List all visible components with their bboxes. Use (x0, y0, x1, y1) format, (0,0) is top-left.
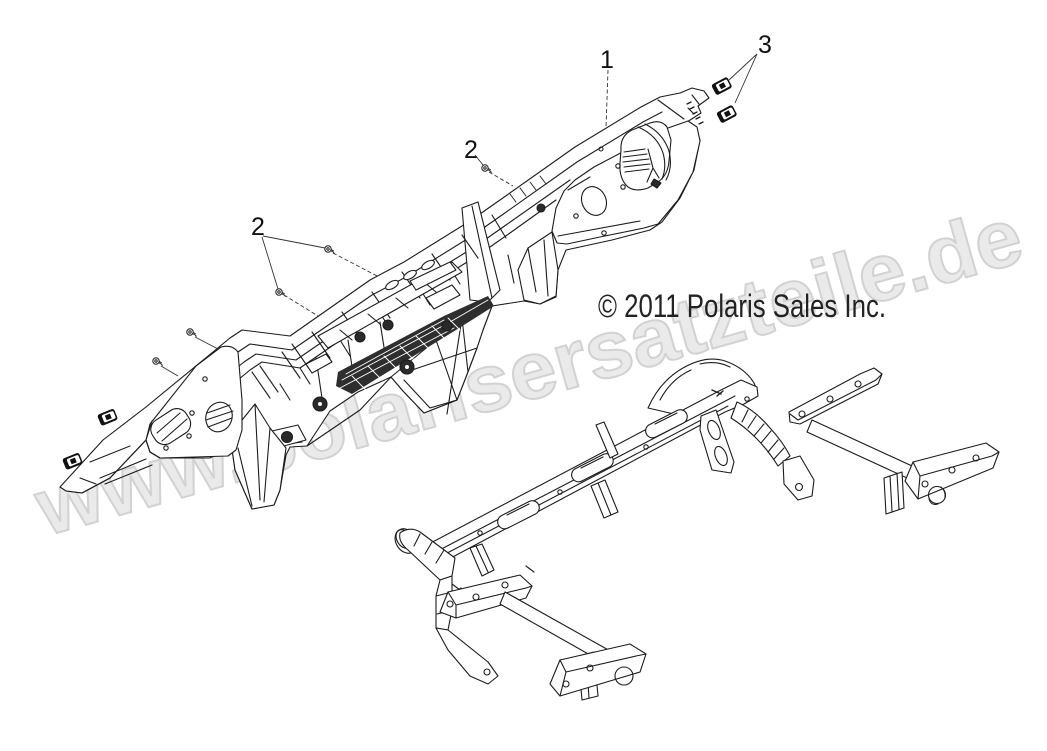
svg-text:1: 1 (600, 46, 614, 74)
svg-text:2: 2 (464, 136, 478, 164)
svg-text:© 2011 Polaris Sales Inc.: © 2011 Polaris Sales Inc. (598, 288, 886, 324)
svg-text:2: 2 (251, 213, 265, 241)
svg-text:3: 3 (758, 31, 772, 59)
